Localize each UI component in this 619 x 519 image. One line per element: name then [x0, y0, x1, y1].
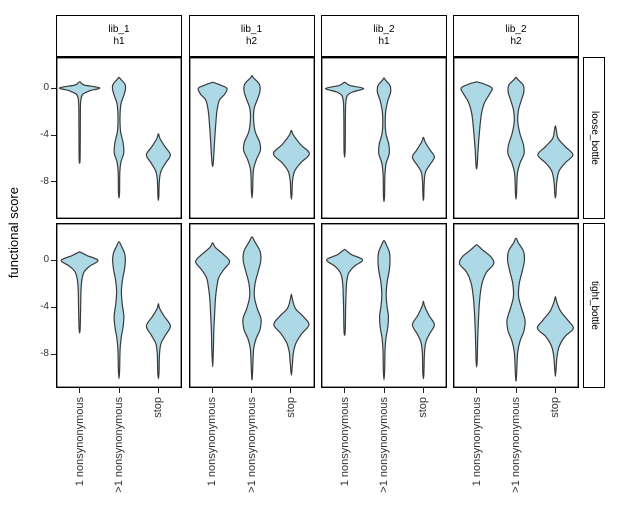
x-tick-mark — [211, 388, 213, 393]
x-tick-label: >1 nonsynonymous — [244, 397, 260, 493]
facet-row-strip: loose_bottle — [583, 57, 605, 219]
facet-col-strip-label: h2 — [245, 35, 258, 47]
violin — [324, 81, 365, 158]
x-tick-label: 1 nonsynonymous — [469, 397, 485, 486]
y-tick-label: -4 — [40, 301, 49, 313]
facet-row-strip-label: loose_bottle — [589, 111, 600, 165]
x-tick-mark — [118, 388, 120, 393]
x-tick-label: stop — [547, 397, 563, 418]
x-tick-label-text: >1 nonsynonymous — [510, 397, 522, 493]
violin — [111, 76, 127, 199]
violin — [458, 244, 495, 368]
facet-panel — [452, 222, 579, 389]
facet-col-strip-label: h2 — [510, 35, 522, 47]
violin — [376, 77, 392, 203]
violin — [145, 133, 171, 201]
y-tick-label: -8 — [40, 348, 49, 360]
violin — [326, 248, 364, 336]
y-axis-title: functional score — [2, 68, 24, 398]
x-tick-label-text: stop — [417, 397, 430, 418]
x-tick-mark — [344, 388, 346, 393]
facet-col-strip-label: lib_1 — [240, 23, 263, 35]
x-tick-label: stop — [415, 397, 431, 418]
violin — [272, 293, 310, 376]
x-tick-label: >1 nonsynonymous — [376, 397, 392, 493]
facet-panel — [188, 222, 315, 389]
facet-col-strip-label: lib_2 — [373, 23, 395, 35]
x-tick-mark — [422, 388, 424, 393]
x-tick-mark — [157, 388, 159, 393]
x-tick-label: >1 nonsynonymous — [508, 397, 524, 493]
y-tick-mark — [51, 306, 56, 308]
facet-col-strip-label: h1 — [378, 35, 390, 47]
violin — [241, 236, 262, 381]
facet-col-strip-label: h1 — [113, 35, 125, 47]
x-tick-label-text: stop — [549, 397, 562, 418]
violin — [411, 300, 435, 380]
y-tick-label: -8 — [40, 175, 49, 187]
facet-panel — [320, 56, 447, 220]
y-tick-label: 0 — [43, 82, 49, 94]
x-tick-label: 1 nonsynonymous — [72, 397, 88, 486]
violin — [377, 240, 391, 381]
violin — [194, 242, 230, 368]
violin — [506, 237, 526, 382]
x-tick-label-text: stop — [284, 397, 297, 418]
x-tick-mark — [383, 388, 385, 393]
violin — [58, 81, 101, 164]
y-axis-title-label: functional score — [5, 187, 21, 279]
violin — [242, 75, 261, 199]
x-tick-label: 1 nonsynonymous — [337, 397, 353, 486]
x-tick-mark — [251, 388, 252, 393]
x-tick-label: >1 nonsynonymous — [111, 397, 127, 493]
y-tick-label: -4 — [40, 129, 49, 141]
facet-panel — [188, 56, 315, 220]
y-tick-mark — [51, 259, 56, 261]
y-tick-label: 0 — [43, 254, 49, 266]
violin — [507, 76, 525, 200]
violin — [60, 251, 99, 334]
y-tick-mark — [51, 134, 56, 136]
x-tick-mark — [554, 388, 556, 393]
facet-col-strip-label: lib_2 — [505, 23, 527, 35]
violin — [537, 125, 574, 199]
x-tick-label: stop — [150, 397, 166, 418]
x-tick-label-text: 1 nonsynonymous — [73, 397, 86, 487]
x-tick-label: stop — [283, 397, 299, 418]
violin — [112, 241, 126, 380]
x-tick-mark — [515, 388, 517, 393]
facet-panel — [452, 56, 579, 220]
y-tick-mark — [51, 353, 56, 355]
x-tick-label: 1 nonsynonymous — [204, 397, 220, 486]
violin — [460, 81, 493, 170]
y-tick-mark — [51, 87, 56, 89]
x-tick-label-text: >1 nonsynonymous — [113, 397, 125, 493]
facet-row-strip-label: tight_bottle — [589, 281, 600, 330]
violin — [145, 303, 171, 380]
x-tick-label-text: >1 nonsynonymous — [378, 397, 390, 493]
violin — [536, 296, 575, 377]
facet-col-strip-label: lib_1 — [108, 23, 130, 35]
facet-panel — [55, 222, 182, 389]
facet-panel — [55, 56, 182, 220]
x-tick-mark — [290, 388, 292, 393]
facet-panel — [320, 222, 447, 389]
x-tick-label-text: 1 nonsynonymous — [206, 397, 219, 487]
y-tick-mark — [51, 181, 56, 183]
violin — [197, 81, 228, 168]
violin — [272, 129, 310, 200]
x-tick-label-text: 1 nonsynonymous — [338, 397, 351, 487]
facet-row-strip: tight_bottle — [583, 223, 605, 388]
violin — [411, 136, 435, 201]
x-tick-label-text: stop — [152, 397, 165, 418]
x-tick-mark — [79, 388, 81, 393]
x-tick-label-text: 1 nonsynonymous — [470, 397, 483, 487]
x-tick-mark — [476, 388, 478, 393]
x-tick-label-text: >1 nonsynonymous — [245, 397, 258, 493]
